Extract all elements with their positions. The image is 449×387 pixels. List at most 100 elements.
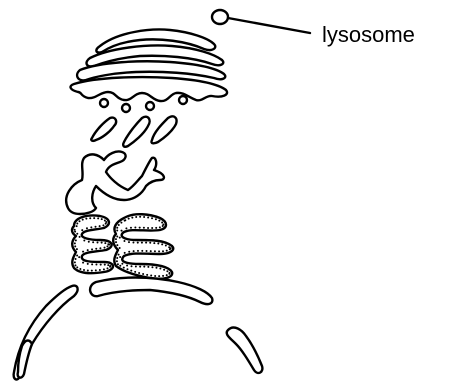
ribosome-dot	[162, 250, 164, 252]
ribosome-dot	[124, 252, 126, 254]
ribosome-dot	[74, 229, 76, 231]
ribosome-dot	[95, 264, 97, 266]
ribosome-dot	[133, 250, 135, 252]
ribosome-dot	[118, 254, 120, 256]
ribosome-dot	[118, 224, 120, 226]
secretory-vesicle	[151, 116, 176, 143]
ribosome-dot	[91, 263, 93, 265]
ribosome-dot	[137, 250, 139, 252]
ribosome-dot	[145, 242, 147, 244]
ribosome-dot	[134, 227, 136, 229]
lysosome-callout: lysosome	[212, 10, 415, 47]
ribosome-dot	[123, 267, 125, 269]
ribosome-dot	[143, 227, 145, 229]
ribosome-dot	[159, 268, 161, 270]
ribosome-dot	[138, 272, 140, 274]
ribosome-dot	[141, 250, 143, 252]
ribosome-dot	[115, 238, 117, 240]
ribosome-dot	[115, 241, 117, 243]
ribosome-dot	[89, 217, 91, 219]
ribosome-dot	[131, 217, 133, 219]
smooth-er	[66, 151, 164, 214]
ribosome-dot	[116, 227, 118, 229]
lysosome-label: lysosome	[322, 22, 415, 47]
ribosome-dot	[123, 240, 125, 242]
ribosome-dot	[100, 264, 102, 266]
ribosome-dot	[108, 244, 110, 246]
ribosome-dot	[76, 266, 78, 268]
ribosome-dot	[76, 222, 78, 224]
ribosome-dot	[150, 250, 152, 252]
ribosome-dot	[91, 270, 93, 272]
ribosome-dot	[82, 219, 84, 221]
ribosome-dot	[163, 269, 165, 271]
ribosome-dot	[91, 248, 93, 250]
ribosome-dot	[119, 247, 121, 249]
transport-vesicles	[100, 96, 187, 112]
ribosome-dot	[95, 248, 97, 250]
ribosome-dot	[158, 250, 160, 252]
ribosome-dot	[165, 245, 167, 247]
nuclear-envelope-right	[227, 328, 263, 373]
ribosome-dot	[107, 264, 109, 266]
ribosome-dot	[128, 251, 130, 253]
ribosome-dot	[95, 226, 97, 228]
smooth-er-tubules	[66, 151, 164, 214]
ribosome-dot	[147, 216, 149, 218]
ribosome-dot	[90, 226, 92, 228]
ribosome-dot	[116, 230, 118, 232]
ribosome-dot	[79, 220, 81, 222]
ribosome-dot	[87, 263, 89, 265]
ribosome-dot	[142, 273, 144, 275]
ribosome-dot	[104, 220, 106, 222]
ribosome-dot	[130, 270, 132, 272]
ribosome-dot	[99, 225, 101, 227]
ribosome-dot	[116, 257, 118, 259]
ribosome-dot	[106, 245, 108, 247]
ribosome-dot	[151, 266, 153, 268]
rough-er	[72, 214, 173, 279]
ribosome-dot	[147, 227, 149, 229]
ribosome-dot	[161, 222, 163, 224]
ribosome-dot	[128, 241, 130, 243]
ribosome-dot	[154, 275, 156, 277]
ribosome-dot	[119, 256, 121, 258]
vesicle	[100, 99, 108, 107]
ribosome-dot	[104, 247, 106, 249]
nuclear-envelope	[14, 278, 263, 380]
ribosome-dot	[135, 216, 137, 218]
ribosome-dot	[95, 269, 97, 271]
ribosome-dot	[75, 258, 77, 260]
ribosome-dot	[74, 242, 76, 244]
ribosome-dot	[101, 242, 103, 244]
ribosome-dot	[104, 242, 106, 244]
ribosome-dot	[83, 240, 85, 242]
ribosome-dot	[99, 269, 101, 271]
ribosome-dot	[146, 250, 148, 252]
lysosome-leader-line	[228, 18, 310, 33]
ribosome-dot	[109, 266, 111, 268]
ribosome-dot	[158, 220, 160, 222]
ribosome-dot	[149, 242, 151, 244]
ribosome-dot	[162, 275, 164, 277]
ribosome-dot	[86, 227, 88, 229]
ribosome-dot	[143, 216, 145, 218]
ribosome-dot	[81, 229, 83, 231]
ribosome-dot	[82, 251, 84, 253]
ribosome-dot	[139, 266, 141, 268]
ribosome-dot	[139, 227, 141, 229]
secretory-vesicle	[91, 118, 116, 141]
ribosome-dot	[166, 270, 168, 272]
ribosome-dot	[154, 250, 156, 252]
ribosome-dot	[76, 254, 78, 256]
ribosome-dot	[128, 218, 130, 220]
ribosome-dot	[158, 275, 160, 277]
ribosome-dot	[147, 266, 149, 268]
ribosome-dot	[155, 267, 157, 269]
golgi-apparatus	[71, 30, 228, 102]
ribosome-dot	[101, 218, 103, 220]
ribosome-dot	[135, 266, 137, 268]
ribosome-dot	[159, 226, 161, 228]
ribosome-dot	[76, 233, 78, 235]
